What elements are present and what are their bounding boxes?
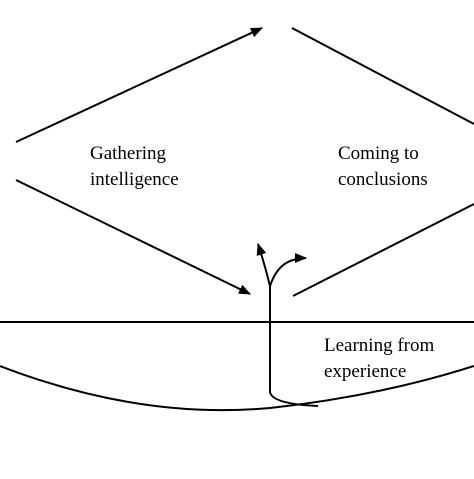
sprout-right-branch: [269, 253, 307, 287]
ground-curve: [0, 365, 474, 412]
label-learning-line2: experience: [324, 361, 406, 382]
arrow-down-to-sprout: [15, 179, 251, 295]
arrow-up-to-apex: [15, 27, 263, 143]
sprout-stem: [269, 286, 319, 407]
sprout-left-branch: [256, 243, 271, 287]
label-learning-line1: Learning from: [324, 335, 434, 356]
line-apex-to-right: [291, 27, 474, 125]
label-gathering-line1: Gathering: [90, 143, 166, 164]
label-coming-line1: Coming to: [338, 143, 419, 164]
label-coming-line2: conclusions: [338, 169, 428, 190]
label-gathering-line2: intelligence: [90, 169, 179, 190]
line-sprout-to-right: [292, 203, 474, 297]
